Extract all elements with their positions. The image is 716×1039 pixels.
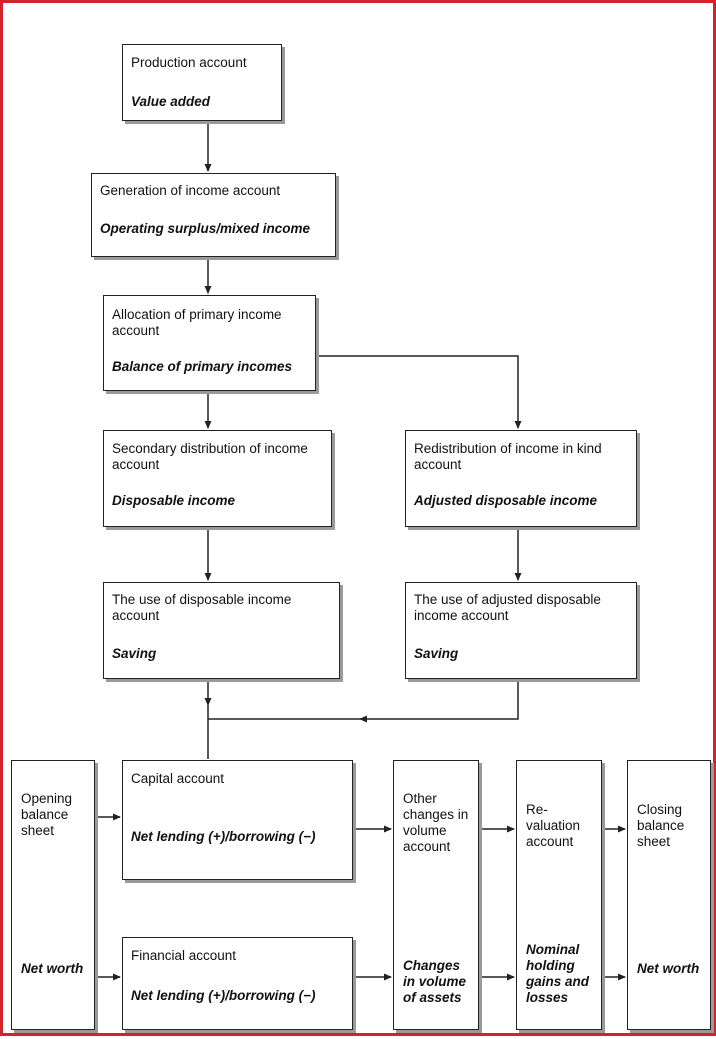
arrow-allocation-to-redistribution (316, 355, 522, 429)
revaluation-account-balance: Nominal holding gains and losses (526, 942, 590, 1005)
production-account-balance: Value added (131, 94, 211, 109)
closing-balance-sheet-title: Closing balance sheet (637, 802, 685, 849)
use-disposable-income-box: The use of disposable income account Sav… (103, 582, 340, 679)
secondary-distribution-balance: Disposable income (112, 493, 236, 508)
closing-balance-sheet-box: Closing balance sheet Net worth (627, 760, 711, 1030)
allocation-primary-income-title: Allocation of primary income account (112, 307, 282, 338)
redistribution-in-kind-balance: Adjusted disposable income (414, 493, 598, 508)
use-adjusted-disposable-income-balance: Saving (414, 646, 459, 661)
use-disposable-income-balance: Saving (112, 646, 157, 661)
other-changes-volume-box: Other changes in volume account Changes … (393, 760, 479, 1030)
allocation-primary-income-box: Allocation of primary income account Bal… (103, 295, 316, 391)
use-disposable-income-title: The use of disposable income account (112, 592, 292, 623)
use-adjusted-disposable-income-title: The use of adjusted disposable income ac… (414, 592, 601, 623)
opening-balance-sheet-title: Opening balance sheet (21, 791, 73, 838)
closing-balance-sheet-balance: Net worth (637, 961, 700, 976)
use-adjusted-disposable-income-box: The use of adjusted disposable income ac… (405, 582, 637, 679)
revaluation-account-title: Re-valuation account (526, 802, 581, 849)
opening-balance-sheet-box: Opening balance sheet Net worth (11, 760, 95, 1030)
secondary-distribution-title: Secondary distribution of income account (112, 441, 308, 472)
financial-account-box: Financial account Net lending (+)/borrow… (122, 937, 353, 1030)
line-use-adjusted-join (359, 679, 519, 723)
financial-account-title: Financial account (131, 948, 237, 963)
generation-of-income-balance: Operating surplus/mixed income (100, 221, 311, 236)
redistribution-in-kind-box: Redistribution of income in kind account… (405, 430, 637, 527)
financial-account-balance: Net lending (+)/borrowing (−) (131, 988, 316, 1003)
capital-account-box: Capital account Net lending (+)/borrowin… (122, 760, 353, 880)
production-account-title: Production account (131, 55, 247, 70)
production-account-box: Production account Value added (122, 44, 282, 121)
other-changes-volume-balance: Changes in volume of assets (403, 958, 467, 1005)
secondary-distribution-box: Secondary distribution of income account… (103, 430, 332, 527)
generation-of-income-title: Generation of income account (100, 183, 281, 198)
capital-account-balance: Net lending (+)/borrowing (−) (131, 829, 316, 844)
redistribution-in-kind-title: Redistribution of income in kind account (414, 441, 602, 472)
allocation-primary-income-balance: Balance of primary incomes (112, 359, 293, 374)
generation-of-income-box: Generation of income account Operating s… (91, 173, 336, 257)
revaluation-account-box: Re-valuation account Nominal holding gai… (516, 760, 602, 1030)
capital-account-title: Capital account (131, 771, 225, 786)
other-changes-volume-title: Other changes in volume account (403, 791, 469, 854)
flow-connectors (95, 121, 626, 981)
opening-balance-sheet-balance: Net worth (21, 961, 84, 976)
